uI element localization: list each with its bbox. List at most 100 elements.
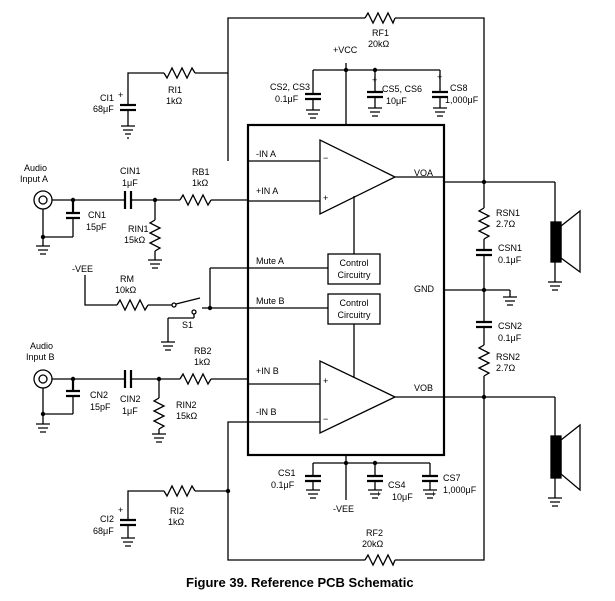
- input-b-line2: Input B: [26, 352, 55, 362]
- cs4-name: CS4: [388, 480, 406, 490]
- rb2-name: RB2: [194, 346, 212, 356]
- ground-icon: [121, 125, 135, 139]
- capacitor-csn2: [476, 320, 492, 329]
- csn2-name: CSN2: [498, 321, 522, 331]
- op-amp-a-minus: −: [323, 153, 328, 163]
- cs5-plus: +: [372, 75, 377, 85]
- resistor-rf2: [364, 553, 396, 567]
- switch-s1: [175, 297, 201, 305]
- vee-top-label: -VEE: [72, 264, 93, 274]
- rf2-value: 20kΩ: [362, 539, 384, 549]
- capacitor-cn2: [66, 379, 80, 398]
- rb2-value: 1kΩ: [194, 357, 211, 367]
- s1-label: S1: [182, 320, 193, 330]
- ground-icon: [433, 97, 447, 117]
- cn1-name: CN1: [88, 210, 106, 220]
- resistor-rb2: [179, 372, 212, 386]
- rin2-name: RIN2: [176, 400, 197, 410]
- ri2-value: 1kΩ: [168, 517, 185, 527]
- ri1-name: RI1: [168, 85, 182, 95]
- rsn1-name: RSN1: [496, 208, 520, 218]
- cs2-value: 0.1μF: [275, 94, 299, 104]
- cs5-name: CS5, CS6: [382, 84, 422, 94]
- audio-input-a-jack: [33, 190, 53, 210]
- cs1-value: 0.1μF: [271, 480, 295, 490]
- pin-voa: VOA: [414, 168, 433, 178]
- vcc-label: +VCC: [333, 45, 358, 55]
- rsn1-value: 2.7Ω: [496, 219, 516, 229]
- resistor-rsn2: [477, 344, 491, 377]
- rin2-value: 15kΩ: [176, 411, 198, 421]
- pin-in-b-pos: +IN B: [256, 366, 279, 376]
- cn1-value: 15pF: [86, 222, 107, 232]
- op-amp-b: [319, 359, 397, 435]
- resistor-rf1: [364, 11, 396, 25]
- ground-icon: [161, 341, 175, 351]
- resistor-ri1: [163, 66, 196, 80]
- input-a-line2: Input A: [20, 174, 48, 184]
- input-b-line1: Audio: [30, 341, 53, 351]
- rf1-value: 20kΩ: [368, 39, 390, 49]
- cin1-value: 1μF: [122, 178, 138, 188]
- capacitor-csn1: [476, 248, 492, 257]
- rsn2-value: 2.7Ω: [496, 363, 516, 373]
- rb1-value: 1kΩ: [192, 178, 209, 188]
- resistor-rm: [116, 298, 149, 312]
- ri2-name: RI2: [170, 506, 184, 516]
- capacitor-cs5: [367, 90, 383, 99]
- ground-icon: [148, 251, 162, 269]
- rm-name: RM: [120, 274, 134, 284]
- ground-icon: [368, 481, 382, 499]
- pin-gnd: GND: [414, 284, 435, 294]
- rf1-name: RF1: [372, 28, 389, 38]
- cn2-value: 15pF: [90, 402, 111, 412]
- ci2-plus: +: [118, 505, 123, 515]
- capacitor-cin2: [123, 370, 133, 388]
- resistor-ri2: [163, 484, 196, 498]
- ground-icon: [36, 414, 50, 433]
- ci2-value: 68μF: [93, 526, 114, 536]
- pin-mute-b: Mute B: [256, 296, 285, 306]
- pin-mute-a: Mute A: [256, 256, 284, 266]
- resistor-rb1: [179, 193, 212, 207]
- capacitor-cs7: [422, 474, 438, 483]
- resistor-rin1: [148, 219, 162, 252]
- rin1-name: RIN1: [128, 224, 149, 234]
- op-amp-b-minus: −: [323, 414, 328, 424]
- ground-icon: [306, 481, 320, 499]
- ground-icon: [368, 97, 382, 117]
- cs7-value: 1,000μF: [443, 485, 477, 495]
- input-a-line1: Audio: [24, 163, 47, 173]
- rf2-name: RF2: [366, 528, 383, 538]
- cs8-value: 1,000μF: [445, 95, 479, 105]
- figure-caption: Figure 39. Reference PCB Schematic: [186, 575, 414, 590]
- csn2-value: 0.1μF: [498, 333, 522, 343]
- cs7-name: CS7: [443, 473, 461, 483]
- ci1-name: CI1: [100, 93, 114, 103]
- cs5-value: 10μF: [386, 96, 407, 106]
- speaker-b-icon: [548, 397, 581, 507]
- op-amp-a-plus: +: [323, 193, 328, 203]
- cn2-name: CN2: [90, 390, 108, 400]
- cin1-name: CIN1: [120, 166, 141, 176]
- csn1-value: 0.1μF: [498, 255, 522, 265]
- op-amp-a: [319, 138, 397, 216]
- cs4-value: 10μF: [392, 492, 413, 502]
- ground-icon: [36, 237, 50, 255]
- rb1-name: RB1: [192, 167, 210, 177]
- rsn2-name: RSN2: [496, 352, 520, 362]
- vee-bottom-label: -VEE: [333, 504, 354, 514]
- cs8-name: CS8: [450, 83, 468, 93]
- ground-icon: [503, 290, 517, 306]
- control-a-line1: Control: [339, 258, 368, 268]
- cs1-name: CS1: [278, 468, 296, 478]
- pin-in-a-pos: +IN A: [256, 186, 278, 196]
- rin1-value: 15kΩ: [124, 235, 146, 245]
- control-b-line2: Circuitry: [338, 310, 371, 320]
- capacitor-cs4: [367, 474, 383, 483]
- cin2-value: 1μF: [122, 406, 138, 416]
- cs8-plus: +: [437, 72, 442, 82]
- ground-icon: [423, 481, 437, 499]
- ground-icon: [152, 429, 166, 443]
